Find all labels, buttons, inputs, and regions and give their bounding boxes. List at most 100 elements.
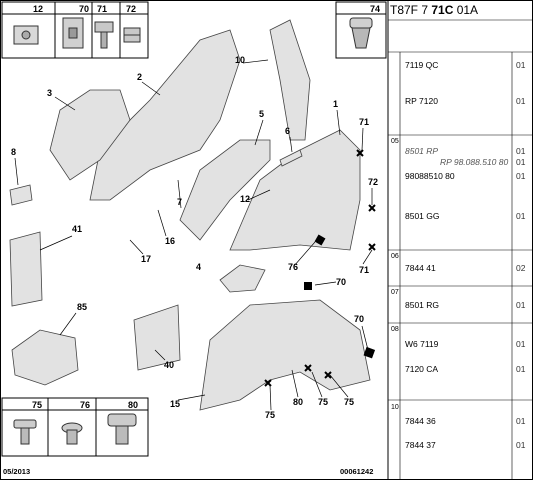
box-label-12: 12 xyxy=(33,4,43,14)
clip-75-icon xyxy=(13,419,37,445)
callout-41: 41 xyxy=(72,224,82,234)
callout-70b: 70 xyxy=(354,314,364,324)
callout-75a: 75 xyxy=(265,410,275,420)
callout-8: 8 xyxy=(11,147,16,157)
part-code: 8501 GG xyxy=(405,211,440,221)
callout-72: 72 xyxy=(368,177,378,187)
part-qty: 01 xyxy=(516,171,526,181)
group-1: 7119 QC 01 RP 7120 01 xyxy=(388,52,533,135)
callout-71b: 71 xyxy=(359,265,369,275)
top-fastener-boxes xyxy=(1,1,387,59)
part-41-insulation xyxy=(9,231,43,307)
box-label-74: 74 xyxy=(370,4,380,14)
part-qty: 01 xyxy=(516,339,526,349)
part-qty: 01 xyxy=(516,416,526,426)
callout-85: 85 xyxy=(77,302,87,312)
callout-6: 6 xyxy=(285,126,290,136)
callout-80: 80 xyxy=(293,397,303,407)
callout-16: 16 xyxy=(165,236,175,246)
callout-17: 17 xyxy=(141,254,151,264)
callout-7: 7 xyxy=(177,197,182,207)
screw-71-icon xyxy=(94,21,114,49)
part-4-support xyxy=(219,264,266,293)
box-label-75: 75 xyxy=(32,400,42,410)
group-06: 06 7844 41 02 xyxy=(388,250,533,286)
part-5-reinforcement xyxy=(179,139,271,241)
part-code: 7119 QC xyxy=(405,60,439,70)
part-code: 7844 36 xyxy=(405,416,436,426)
clip-80-icon xyxy=(107,413,137,445)
group-05: 05 8501 RP 01 RP 98.088.510 80 01 980885… xyxy=(388,135,533,250)
part-code: 98088510 80 xyxy=(405,171,455,181)
callout-4: 4 xyxy=(196,262,201,272)
part-code: 7844 41 xyxy=(405,263,436,273)
part-15-wheelarch-liner xyxy=(199,299,371,411)
part-qty: 01 xyxy=(516,364,526,374)
group-number: 08 xyxy=(391,326,399,333)
footer-date: 05/2013 xyxy=(3,467,31,476)
parts-drawing xyxy=(9,19,371,411)
callout-2: 2 xyxy=(137,72,142,82)
part-qty: 01 xyxy=(516,211,526,221)
part-qty: 01 xyxy=(516,96,526,106)
leader-lines xyxy=(14,59,373,411)
part-qty: 01 xyxy=(516,60,526,70)
group-10: 10 7844 36 01 7844 37 01 xyxy=(388,400,533,480)
group-08: 08 W6 7119 01 7120 CA 01 xyxy=(388,323,533,400)
footer-id: 00061242 xyxy=(340,467,374,476)
part-qty: 01 xyxy=(516,157,526,167)
group-number: 06 xyxy=(391,253,399,260)
box-label-70: 70 xyxy=(79,4,89,14)
callout-75b: 75 xyxy=(318,397,328,407)
clip-76-icon xyxy=(61,422,83,445)
box-label-71: 71 xyxy=(97,4,107,14)
group-number: 07 xyxy=(391,289,399,296)
callout-1: 1 xyxy=(333,99,338,109)
callout-76: 76 xyxy=(288,262,298,272)
callout-15: 15 xyxy=(170,399,180,409)
callout-75c: 75 xyxy=(344,397,354,407)
clip-70-icon xyxy=(62,17,84,49)
group-07: 07 8501 RG 01 xyxy=(388,286,533,323)
callout-3: 3 xyxy=(47,88,52,98)
part-2-wheelarch-inner xyxy=(89,29,241,201)
clip-12-icon xyxy=(13,25,39,45)
part-1-front-wing xyxy=(229,129,361,251)
part-code: 8501 RP xyxy=(405,146,439,156)
part-85-clip-kit xyxy=(11,329,79,386)
callout-12: 12 xyxy=(240,194,250,204)
box-label-80: 80 xyxy=(128,400,138,410)
parts-list-rules xyxy=(388,19,533,480)
part-code: 8501 RG xyxy=(405,300,440,310)
clip-72-icon xyxy=(123,27,141,43)
part-qty: 02 xyxy=(516,263,526,273)
part-code: 7844 37 xyxy=(405,440,436,450)
part-qty: 01 xyxy=(516,440,526,450)
panel-title: T87F 7 71C 01A xyxy=(390,3,479,17)
part-code: RP 98.088.510 80 xyxy=(440,157,509,167)
part-qty: 01 xyxy=(516,146,526,156)
callout-labels: 1 2 3 4 5 6 7 8 10 12 15 16 17 40 41 70 … xyxy=(11,55,378,420)
group-number: 05 xyxy=(391,138,399,145)
bottom-fastener-boxes xyxy=(1,397,149,457)
part-40-label xyxy=(133,304,181,371)
rivet-nut-74-icon xyxy=(349,17,373,49)
part-3-strut-tower xyxy=(49,89,131,181)
markers xyxy=(264,149,376,387)
part-code: RP 7120 xyxy=(405,96,438,106)
part-6-strip xyxy=(279,149,303,167)
part-code: 7120 CA xyxy=(405,364,439,374)
callout-71a: 71 xyxy=(359,117,369,127)
part-code: W6 7119 xyxy=(405,339,439,349)
part-8-bracket xyxy=(9,184,33,206)
callout-40: 40 xyxy=(164,360,174,370)
part-10-bracket xyxy=(269,19,311,141)
callout-5: 5 xyxy=(259,109,264,119)
box-label-72: 72 xyxy=(126,4,136,14)
box-label-76: 76 xyxy=(80,400,90,410)
callout-10: 10 xyxy=(235,55,245,65)
part-qty: 01 xyxy=(516,300,526,310)
group-number: 10 xyxy=(391,404,399,411)
callout-70a: 70 xyxy=(336,277,346,287)
